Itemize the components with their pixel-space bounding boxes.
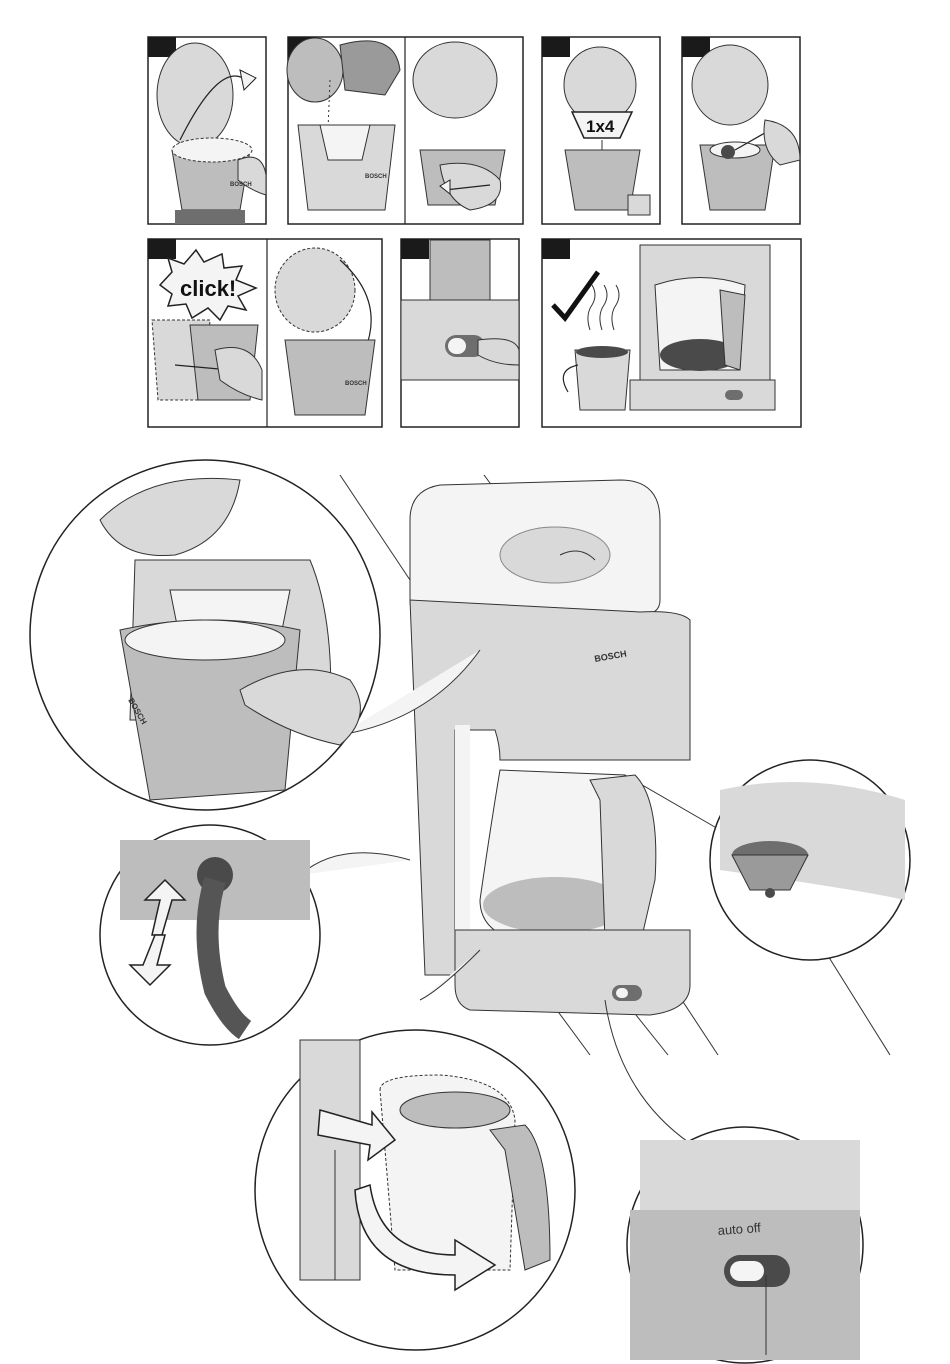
step-panel-5: click! BOSCH xyxy=(148,239,382,427)
detail-circle-auto-off: auto off xyxy=(605,1000,863,1363)
step-panel-2: BOSCH xyxy=(287,37,523,224)
detail-circle-cord xyxy=(100,825,410,1045)
step-number-box xyxy=(542,37,570,57)
click-callout: click! xyxy=(180,276,236,301)
step-panel-6 xyxy=(401,239,519,427)
step-number-box xyxy=(542,239,570,259)
brand-logo: BOSCH xyxy=(365,174,387,180)
step-panel-4 xyxy=(682,37,800,224)
step-panel-1: BOSCH xyxy=(148,37,266,224)
auto-off-label: auto off xyxy=(717,1220,761,1238)
step-number-box xyxy=(148,239,176,259)
detail-circle-drip-stop xyxy=(710,760,910,960)
brand-logo: BOSCH xyxy=(345,381,367,387)
brand-logo: BOSCH xyxy=(230,182,252,188)
filter-size-callout: 1x4 xyxy=(586,117,615,136)
step-panel-7 xyxy=(542,239,801,427)
step-number-box xyxy=(401,239,429,259)
step-panel-3: 1x4 xyxy=(542,37,660,224)
